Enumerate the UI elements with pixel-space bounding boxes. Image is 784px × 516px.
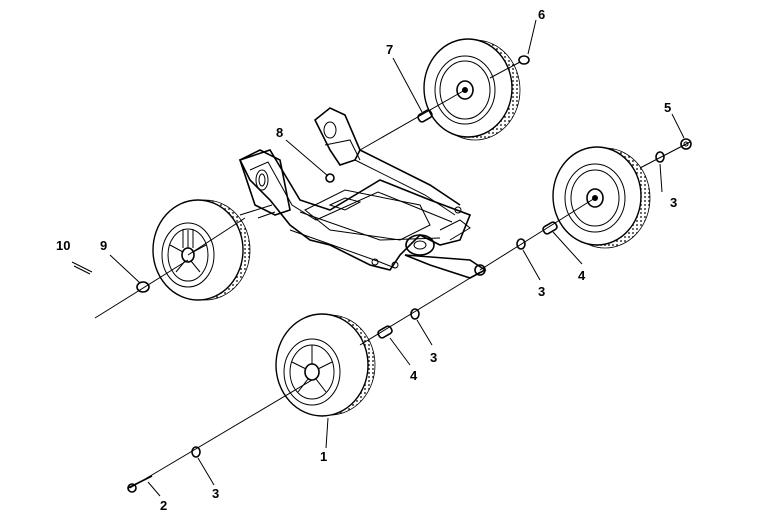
label-part-7: 7 bbox=[386, 42, 393, 57]
wheel-left bbox=[152, 199, 251, 301]
wheel-right bbox=[552, 146, 651, 249]
label-part-1: 1 bbox=[320, 449, 327, 464]
label-part-3-mid: 3 bbox=[430, 350, 437, 365]
label-part-5: 5 bbox=[664, 100, 671, 115]
axle-lines bbox=[94, 61, 691, 489]
label-part-4-right: 4 bbox=[578, 268, 586, 283]
label-part-3-right: 3 bbox=[538, 284, 545, 299]
hardware bbox=[71, 55, 692, 493]
label-part-3-bottom: 3 bbox=[212, 486, 219, 501]
wheel-top bbox=[423, 38, 521, 141]
label-part-4-bottom: 4 bbox=[410, 368, 418, 383]
label-part-9: 9 bbox=[100, 238, 107, 253]
label-part-10: 10 bbox=[56, 238, 70, 253]
label-part-8: 8 bbox=[276, 125, 283, 140]
label-part-6: 6 bbox=[538, 7, 545, 22]
part-labels: 1 2 3 3 3 3 4 4 5 6 7 8 9 10 bbox=[56, 7, 677, 513]
label-part-2: 2 bbox=[160, 498, 167, 513]
wheel-bottom bbox=[275, 313, 376, 417]
leader-lines bbox=[109, 19, 685, 497]
label-part-3-far-right: 3 bbox=[670, 195, 677, 210]
